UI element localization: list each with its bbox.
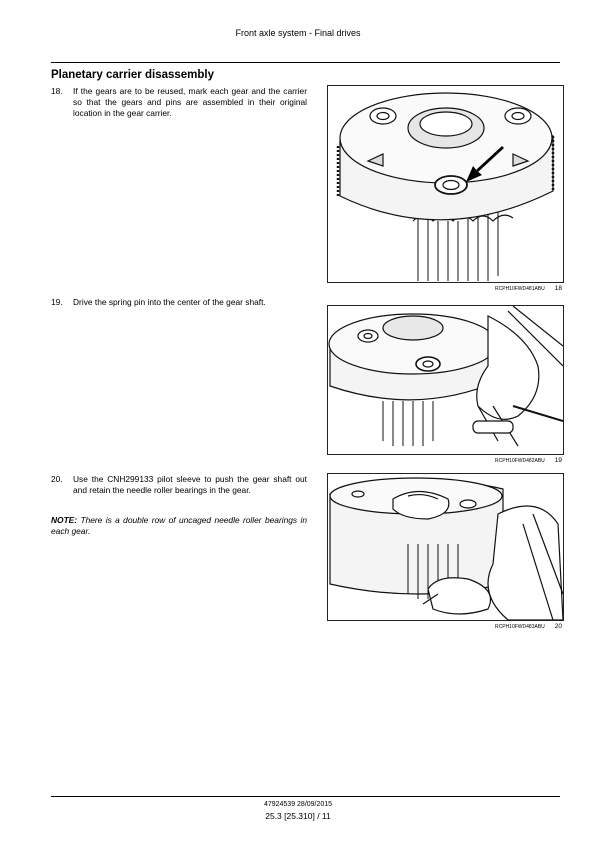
gear-teeth [412,211,514,281]
figure-19-caption: RCPH10FWD482ABU 19 [327,457,562,464]
step-18: 18. If the gears are to be reused, mark … [51,86,307,119]
figure-19-spring-pin-illustration [327,305,564,455]
page-header-title: Front axle system - Final drives [235,28,361,38]
figure-18-planetary-carrier-illustration [327,85,564,283]
figure-number: 18 [554,285,562,292]
step-number: 19. [51,297,63,307]
pointer-arrow [466,146,504,182]
gear-carrier-drawing [336,92,555,281]
footer-divider [51,796,560,797]
note: NOTE: There is a double row of uncaged n… [51,515,307,537]
note-text: There is a double row of uncaged needle … [51,515,308,536]
step-19: 19. Drive the spring pin into the center… [51,297,307,308]
figure-20-pilot-sleeve-illustration [327,473,564,621]
step-text: Use the CNH299133 pilot sleeve to push t… [73,474,307,495]
figure-code: RCPH10FWD483ABU [495,624,545,630]
note-label: NOTE: [51,515,78,525]
step-number: 20. [51,474,63,484]
figure-number: 19 [554,457,562,464]
step-20: 20. Use the CNH299133 pilot sleeve to pu… [51,474,307,496]
header-divider [51,62,560,63]
step-number: 18. [51,86,63,96]
footer-page-number: 25.3 [25.310] / 11 [265,811,331,821]
step-text: If the gears are to be reused, mark each… [73,86,307,118]
figure-number: 20 [554,623,562,630]
footer-document-id: 47924539 28/09/2015 [263,801,333,808]
figure-20-caption: RCPH10FWD483ABU 20 [327,623,562,630]
figure-code: RCPH10FWD482ABU [495,458,545,464]
pilot-sleeve-drawing [329,477,563,620]
step-text: Drive the spring pin into the center of … [73,297,266,307]
figure-code: RCPH10FWD481ABU [495,286,545,292]
spring-pin-drawing [328,306,563,447]
figure-18-caption: RCPH10FWD481ABU 18 [327,285,562,292]
section-title: Planetary carrier disassembly [51,69,215,81]
